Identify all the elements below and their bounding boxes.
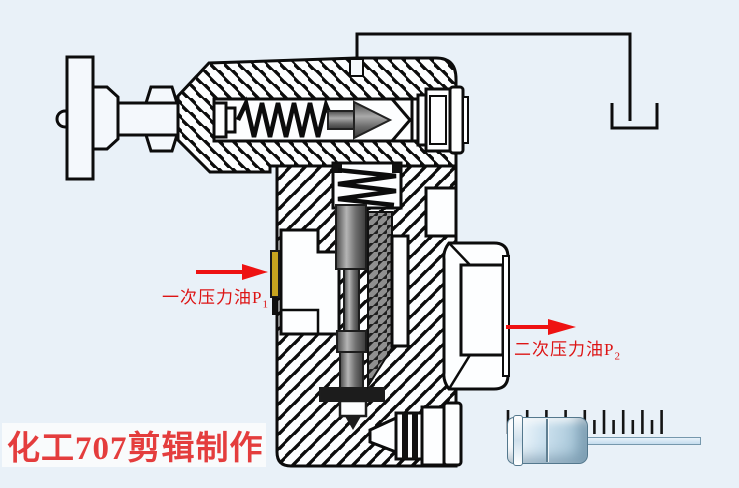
pilot-pushrod xyxy=(327,110,355,130)
inlet-flow-label: 一次压力油P1 xyxy=(162,283,268,310)
inlet-port-marker xyxy=(270,250,280,315)
spool-sleeve xyxy=(367,211,393,390)
end-cap xyxy=(416,85,469,155)
tank-symbol xyxy=(610,103,659,130)
outlet-flow-arrow xyxy=(506,319,576,335)
watermark-text: 化工707剪辑制作 xyxy=(7,431,264,467)
outlet-boss xyxy=(442,241,510,391)
pilot-housing xyxy=(176,56,469,174)
poppet-cone xyxy=(353,100,393,140)
lock-nut-bottom xyxy=(143,133,180,153)
slider-handle[interactable] xyxy=(507,415,588,466)
slider-handle-edge xyxy=(513,415,523,466)
inlet-flow-label-sub: 1 xyxy=(262,298,268,311)
slider-handle-divider xyxy=(546,419,548,462)
slider-track[interactable] xyxy=(581,437,701,445)
lock-nut-top xyxy=(143,85,180,105)
outlet-flow-label-text: 二次压力油P xyxy=(514,340,615,359)
outlet-flow-label: 二次压力油P2 xyxy=(514,335,620,362)
outlet-flow-label-sub: 2 xyxy=(614,350,620,363)
main-spring xyxy=(337,167,397,208)
handwheel xyxy=(55,55,220,181)
handwheel-rim xyxy=(65,55,95,181)
outlet-port xyxy=(459,263,505,357)
inlet-flow-label-text: 一次压力油P xyxy=(162,288,263,307)
handwheel-hub xyxy=(91,85,120,151)
drain-pipe xyxy=(355,32,632,121)
timeline-slider[interactable] xyxy=(505,408,705,466)
watermark-banner: 化工707剪辑制作 xyxy=(2,423,266,467)
drain-plug xyxy=(368,401,463,467)
valve-body xyxy=(275,161,458,468)
spool xyxy=(319,204,385,430)
pilot-spring xyxy=(235,96,335,138)
inlet-flow-arrow xyxy=(196,264,268,280)
